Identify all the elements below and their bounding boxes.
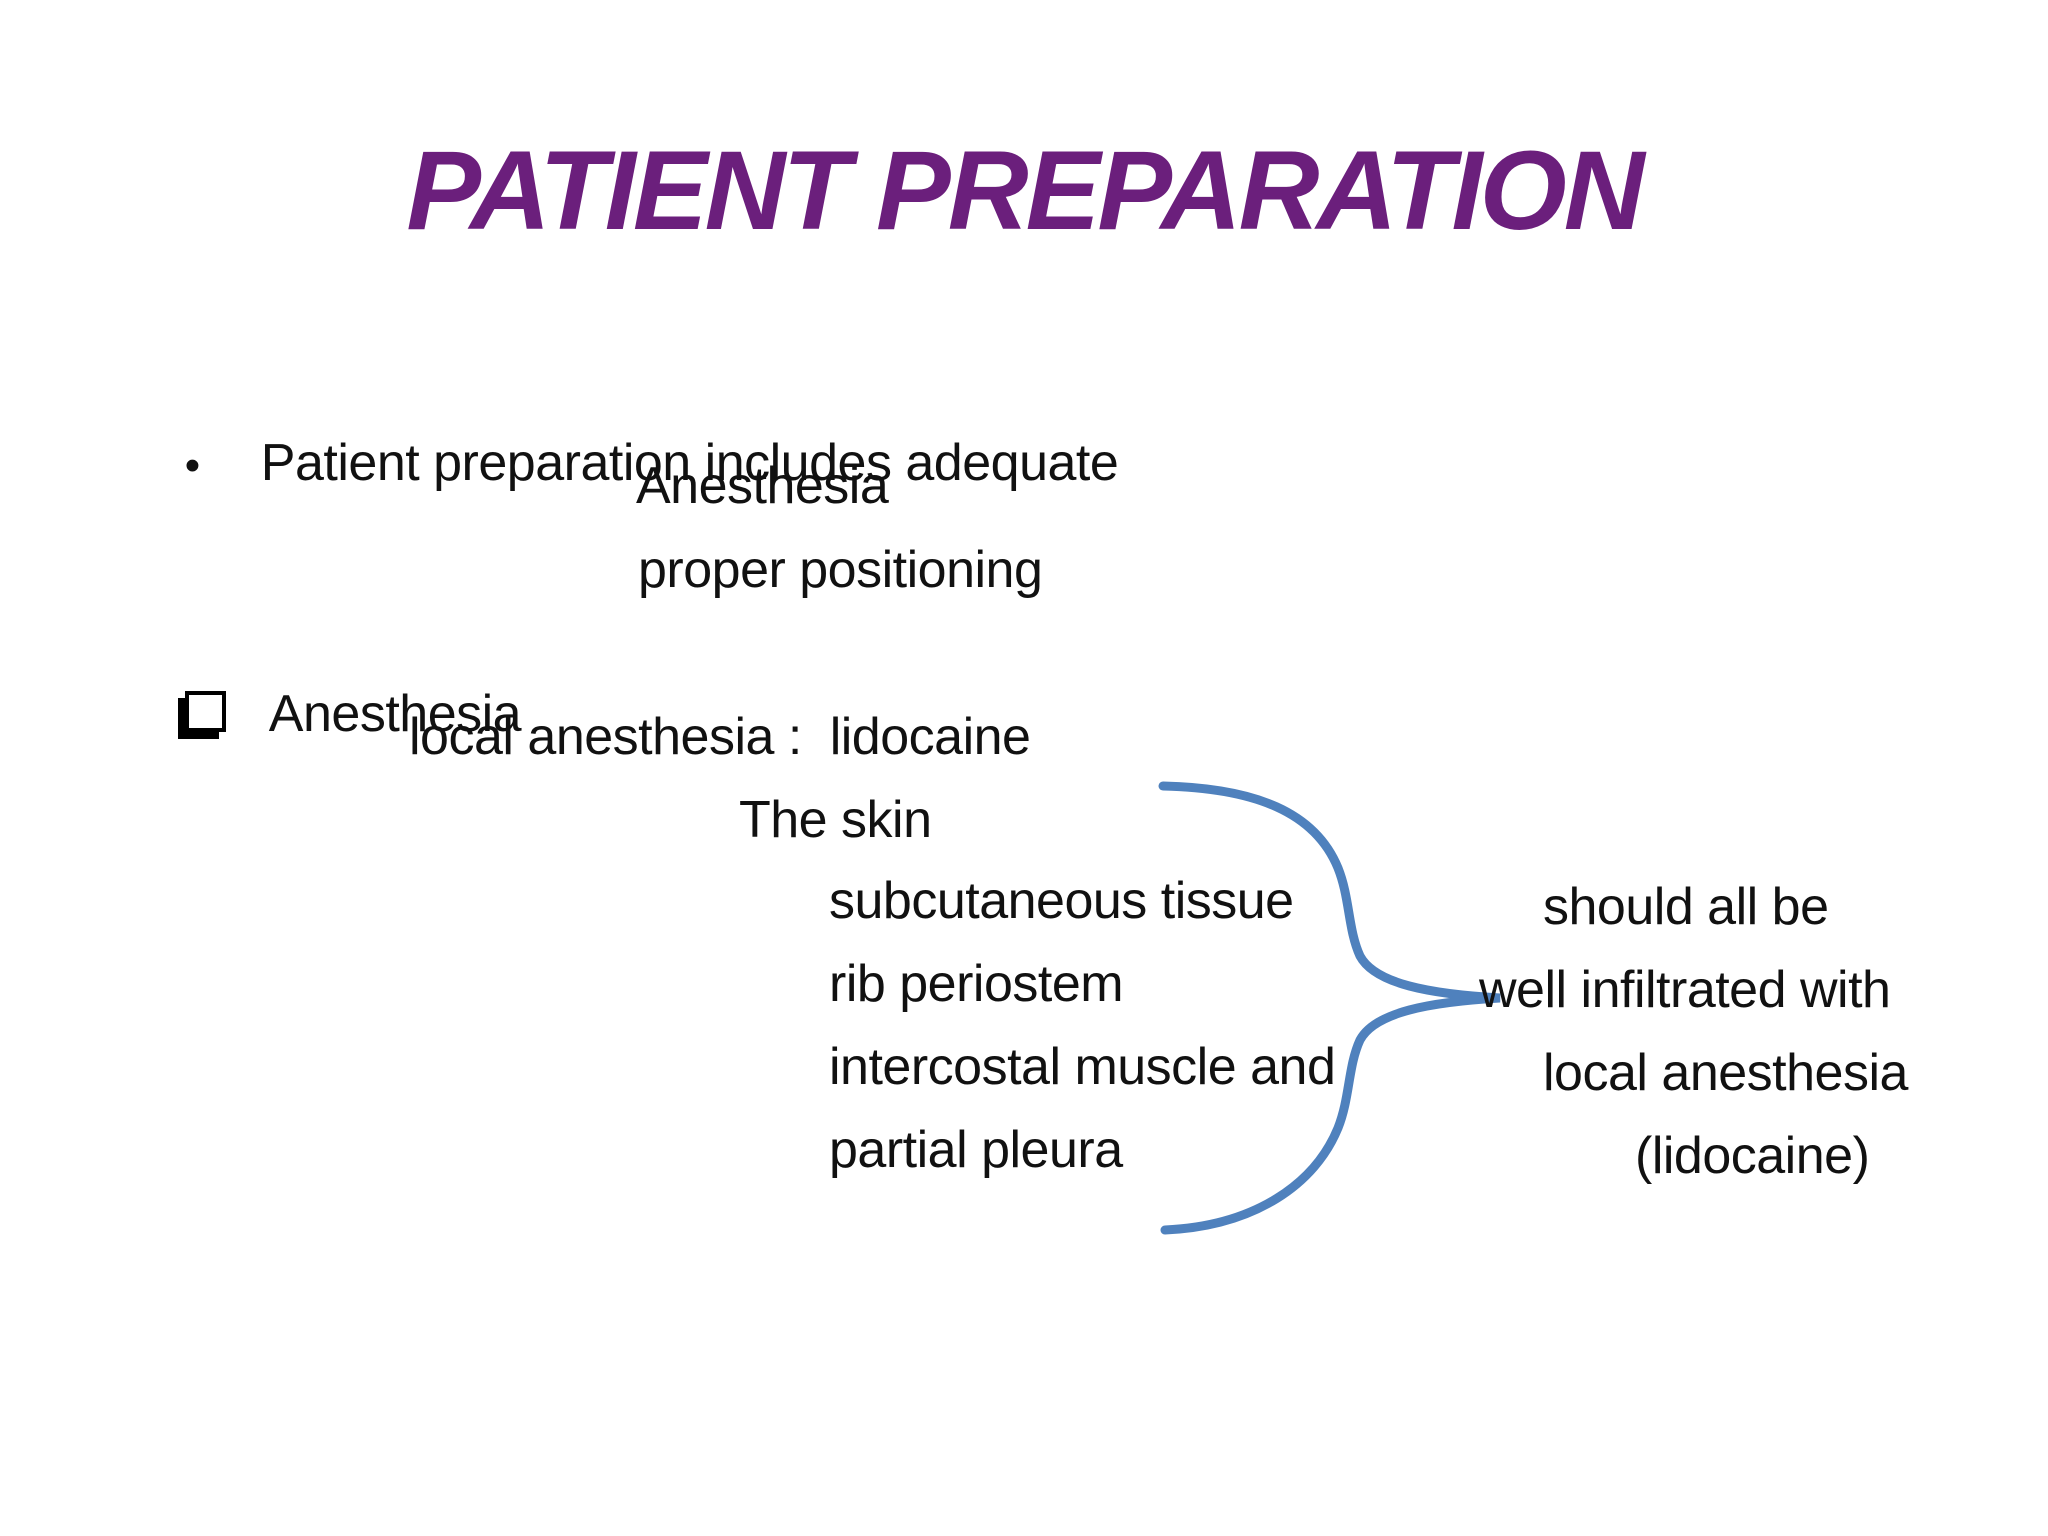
checkbox-line: Anesthesia bbox=[129, 624, 522, 804]
result-line-local-anesthesia: local anesthesia bbox=[1543, 1044, 1908, 1102]
checkbox-icon bbox=[184, 691, 226, 732]
bullet-line: • Patient preparation includes adequate bbox=[129, 373, 1119, 556]
result-line-lidocaine: (lidocaine) bbox=[1635, 1127, 1870, 1185]
brace-item-rib-periostem: rib periostem bbox=[829, 955, 1124, 1013]
brace-item-intercostal: intercostal muscle and bbox=[829, 1038, 1336, 1096]
result-line-should-all-be: should all be bbox=[1543, 878, 1829, 936]
detail-line-the-skin: The skin bbox=[739, 791, 932, 849]
checkbox-label: Anesthesia bbox=[268, 685, 522, 743]
page-title: PATIENT PREPARATION bbox=[406, 128, 1644, 253]
bullet-line-text: Patient preparation includes adequate bbox=[260, 434, 1119, 492]
indent-line-anesthesia: Anesthesia bbox=[636, 457, 889, 515]
brace-item-subcutaneous: subcutaneous tissue bbox=[829, 872, 1294, 930]
bullet-dot-icon: • bbox=[184, 441, 200, 490]
result-line-well-infiltrated: well infiltrated with bbox=[1479, 961, 1891, 1019]
brace-item-partial-pleura: partial pleura bbox=[829, 1121, 1123, 1179]
indent-line-positioning: proper positioning bbox=[638, 541, 1043, 599]
detail-line-local-anesthesia: local anesthesia : lidocaine bbox=[409, 708, 1031, 766]
